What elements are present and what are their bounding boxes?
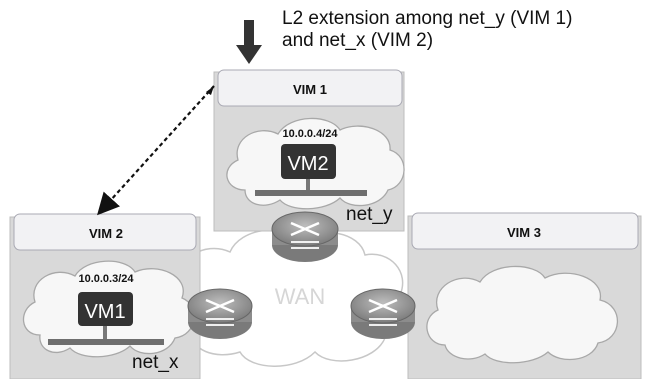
vim3-header: [411, 212, 639, 250]
vim2-net-bar: [48, 339, 164, 345]
down-arrow-icon: [236, 20, 262, 64]
vim3-box: VIM 3: [407, 212, 642, 379]
router-icon: [187, 288, 253, 339]
vim2-box: VIM 2 10.0.0.3/24 VM1: [9, 213, 201, 379]
vim1-label: VIM 1: [293, 82, 327, 97]
vm-icon: [281, 144, 336, 179]
router-icon: [350, 288, 416, 339]
vm1-label: VM1: [84, 301, 125, 323]
net-x-label: net_x: [132, 352, 179, 373]
vim1-cloud-ip: 10.0.0.4/24: [282, 128, 338, 140]
vim2-cloud-ip: 10.0.0.3/24: [78, 273, 134, 285]
vim1-box: VIM 1 10.0.0.4/24 VM2: [213, 69, 405, 232]
vim2-label: VIM 2: [89, 226, 123, 241]
vm-icon: [78, 292, 133, 326]
router-icon: [271, 211, 339, 262]
vim1-net-bar: [255, 190, 367, 196]
net-y-label: net_y: [346, 204, 393, 225]
diagram-caption: L2 extension among net_y (VIM 1) and net…: [282, 8, 648, 52]
caption-line-1: L2 extension among net_y (VIM 1): [282, 8, 573, 29]
caption-line-2: and net_x (VIM 2): [282, 30, 434, 51]
l2-extension-arrow: [97, 85, 215, 216]
vim3-cloud: [426, 265, 619, 364]
vm2-label: VM2: [287, 153, 328, 175]
vim3-label: VIM 3: [507, 225, 541, 240]
wan-label: WAN: [275, 284, 326, 309]
vim1-header: [217, 69, 403, 107]
